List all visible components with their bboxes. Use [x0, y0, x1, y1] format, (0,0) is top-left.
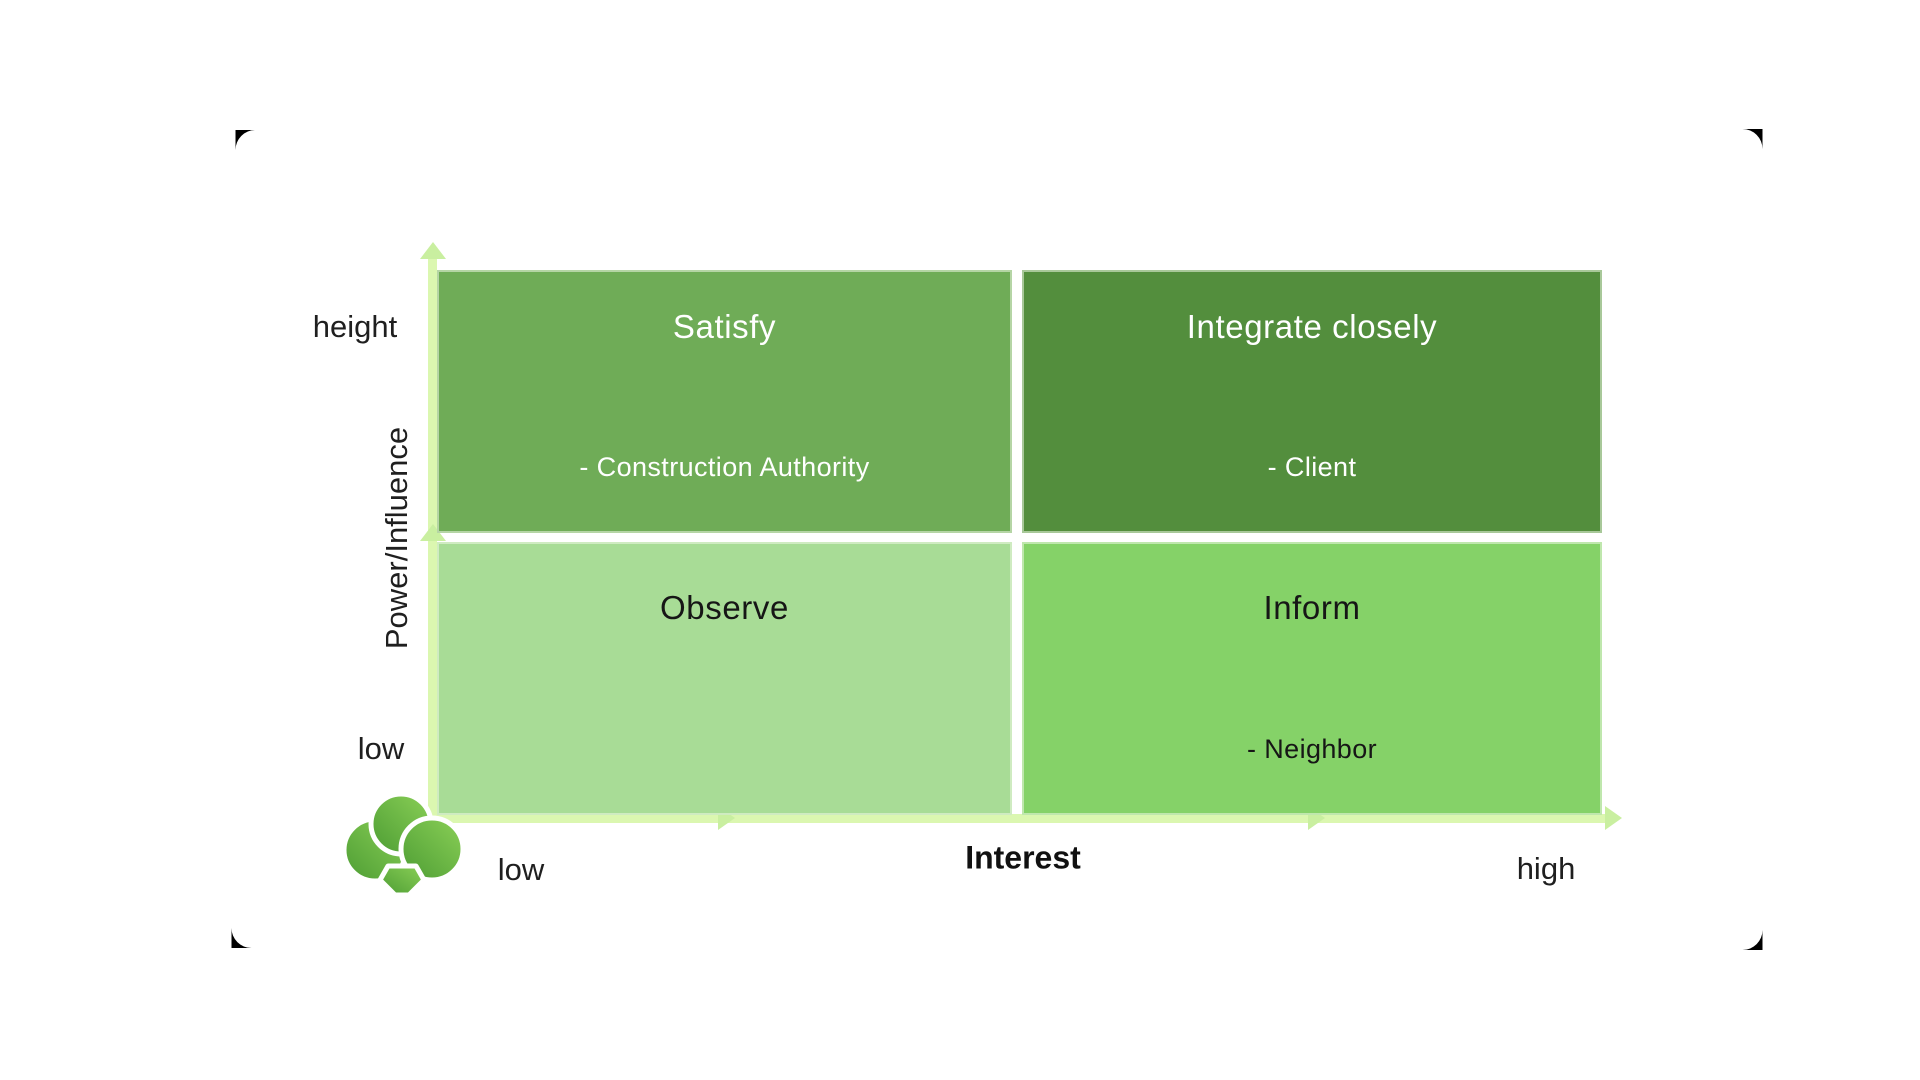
quadrant-title: Inform — [1263, 589, 1361, 626]
crop-mark-bottom-right — [1742, 930, 1763, 950]
quadrant-title: Integrate closely — [1186, 308, 1438, 345]
quadrant-subtitle: - Client — [1267, 452, 1357, 482]
x-axis-title: Interest — [965, 839, 1081, 876]
x-axis-right-label: high — [1516, 851, 1576, 886]
quadrant-integrate-closely: Integrate closely - Client — [1022, 270, 1602, 533]
quadrant-subtitle: - Neighbor — [1246, 734, 1378, 764]
x-axis-arrow-end-icon — [1605, 806, 1622, 830]
quadrant-subtitle: - Construction Authority — [579, 452, 870, 482]
quadrant-inform: Inform - Neighbor — [1022, 542, 1602, 815]
crop-mark-top-left — [235, 130, 256, 150]
crop-mark-bottom-left — [231, 928, 252, 948]
quadrant-satisfy: Satisfy - Construction Authority — [437, 270, 1012, 533]
y-axis-top-label: height — [312, 309, 398, 344]
x-axis-line — [428, 814, 1610, 823]
quadrant-title: Observe — [660, 589, 789, 626]
y-axis-arrow-top-icon — [420, 242, 446, 259]
y-axis-bottom-label: low — [357, 731, 405, 766]
x-axis-left-label: low — [497, 852, 545, 887]
broccoli-logo-icon — [341, 791, 466, 898]
y-axis-title: Power/Influence — [379, 426, 414, 650]
crop-mark-top-right — [1742, 129, 1763, 149]
quadrant-observe: Observe — [437, 542, 1012, 815]
quadrant-title: Satisfy — [672, 308, 777, 345]
